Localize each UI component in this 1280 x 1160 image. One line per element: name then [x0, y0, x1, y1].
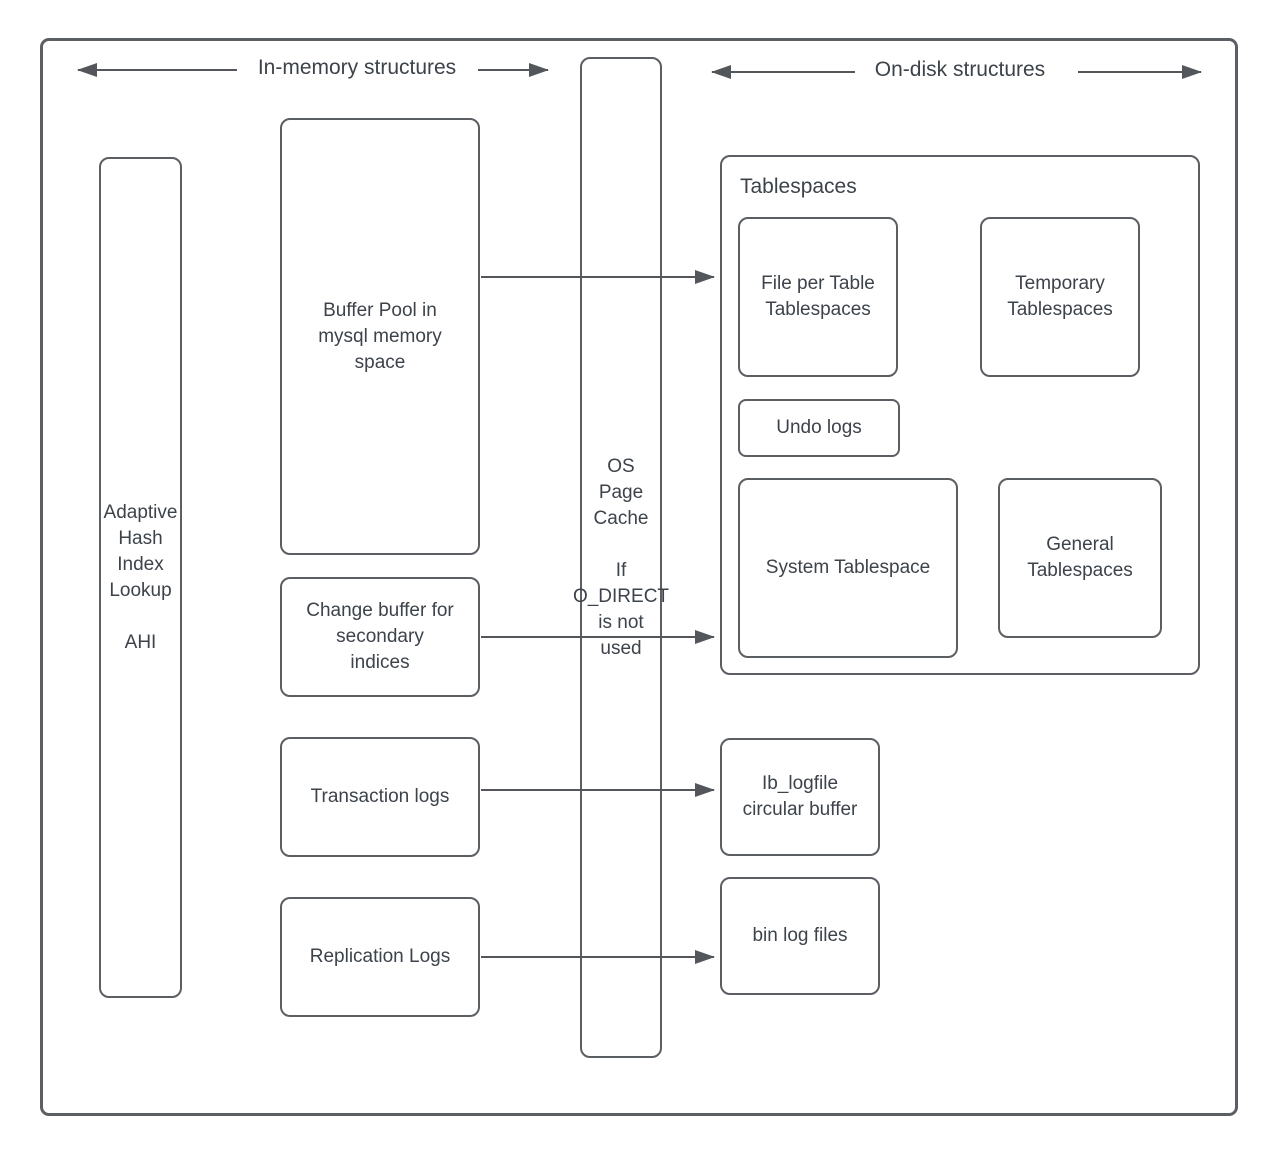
node-label: Ib_logfile circular buffer: [742, 773, 858, 820]
node-file-per-table-tablespaces: File per Table Tablespaces: [738, 217, 898, 377]
node-label: Change buffer for secondary indices: [306, 600, 454, 673]
node-undo-logs: Undo logs: [738, 399, 900, 457]
node-transaction-logs: Transaction logs: [280, 737, 480, 857]
node-change-buffer: Change buffer for secondary indices: [280, 577, 480, 697]
on-disk-header-label: On-disk structures: [874, 58, 1046, 81]
node-os-page-cache: OS Page Cache If O_DIRECT is not used: [573, 57, 669, 1058]
node-label: OS Page Cache: [593, 455, 649, 529]
in-memory-header-label: In-memory structures: [257, 56, 457, 79]
node-label: Undo logs: [776, 417, 862, 438]
node-label: System Tablespace: [765, 557, 931, 578]
node-replication-logs: Replication Logs: [280, 897, 480, 1017]
node-bin-log-files: bin log files: [720, 877, 880, 995]
node-sublabel: If O_DIRECT is not used: [572, 559, 670, 659]
node-buffer-pool: Buffer Pool in mysql memory space: [280, 118, 480, 555]
node-label: bin log files: [752, 925, 848, 946]
node-label: Adaptive Hash Index Lookup: [103, 501, 178, 601]
node-label: Temporary Tablespaces: [1007, 273, 1113, 320]
node-label: Transaction logs: [310, 786, 450, 807]
node-temporary-tablespaces: Temporary Tablespaces: [980, 217, 1140, 377]
node-sublabel: AHI: [124, 631, 157, 653]
node-adaptive-hash-index: Adaptive Hash Index Lookup AHI: [99, 157, 182, 998]
node-system-tablespace: System Tablespace: [738, 478, 958, 658]
node-label: Buffer Pool in mysql memory space: [318, 299, 442, 373]
node-label: File per Table Tablespaces: [761, 273, 875, 320]
node-ib-logfile: Ib_logfile circular buffer: [720, 738, 880, 856]
group-tablespaces-title: Tablespaces: [740, 175, 857, 198]
node-general-tablespaces: General Tablespaces: [998, 478, 1162, 638]
node-label: General Tablespaces: [1027, 534, 1133, 581]
node-label: Replication Logs: [309, 946, 451, 967]
